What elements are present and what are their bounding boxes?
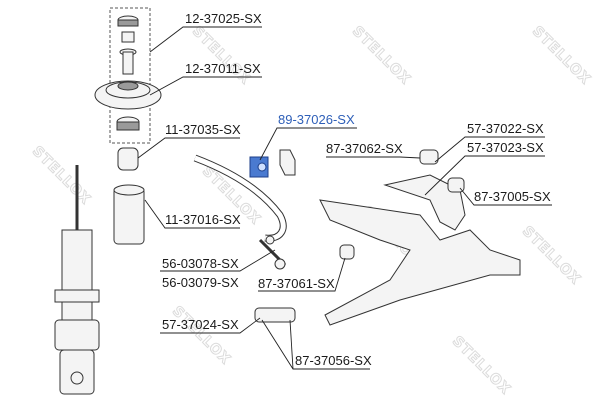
upper-arm <box>383 174 466 231</box>
watermark: STELLOX <box>189 23 254 88</box>
label-87-37005-sx[interactable]: 87-37005-SX <box>474 189 551 204</box>
label-87-37062-sx[interactable]: 87-37062-SX <box>326 141 403 156</box>
assembly-box <box>109 7 151 144</box>
arm-57-37024 <box>254 307 296 323</box>
label-11-37035-sx[interactable]: 11-37035-SX <box>165 122 241 137</box>
watermark: STELLOX <box>169 303 234 368</box>
watermark: STELLOX <box>29 143 94 208</box>
label-87-37061-sx[interactable]: 87-37061-SX <box>258 276 335 291</box>
bushing-87-37062 <box>419 149 439 165</box>
watermark: STELLOX <box>529 23 594 88</box>
watermark: STELLOX <box>519 223 584 288</box>
label-12-37011-sx[interactable]: 12-37011-SX <box>185 61 261 76</box>
label-12-37025-sx[interactable]: 12-37025-SX <box>185 11 262 26</box>
label-56-03078-sx[interactable]: 56-03078-SX <box>162 256 239 271</box>
stabilizer-bushing-highlighted <box>249 156 269 178</box>
label-56-03079-sx[interactable]: 56-03079-SX <box>162 275 239 290</box>
bushing-87-37061 <box>339 244 355 260</box>
label-57-37023-sx[interactable]: 57-37023-SX <box>467 140 544 155</box>
shock-absorber <box>54 165 100 395</box>
bushing-bracket <box>279 149 296 176</box>
strut-mount-parts <box>94 15 162 245</box>
label-57-37024-sx[interactable]: 57-37024-SX <box>162 317 239 332</box>
label-57-37022-sx[interactable]: 57-37022-SX <box>467 121 544 136</box>
label-11-37016-sx[interactable]: 11-37016-SX <box>165 212 241 227</box>
lower-control-arm <box>319 199 521 326</box>
label-87-37056-sx[interactable]: 87-37056-SX <box>295 353 372 368</box>
stabilizer-link <box>258 235 287 270</box>
watermark: STELLOX <box>349 23 414 88</box>
label-89-37026-sx[interactable]: 89-37026-SX <box>278 112 355 127</box>
watermark: STELLOX <box>449 333 514 398</box>
leader-lines <box>137 26 552 370</box>
